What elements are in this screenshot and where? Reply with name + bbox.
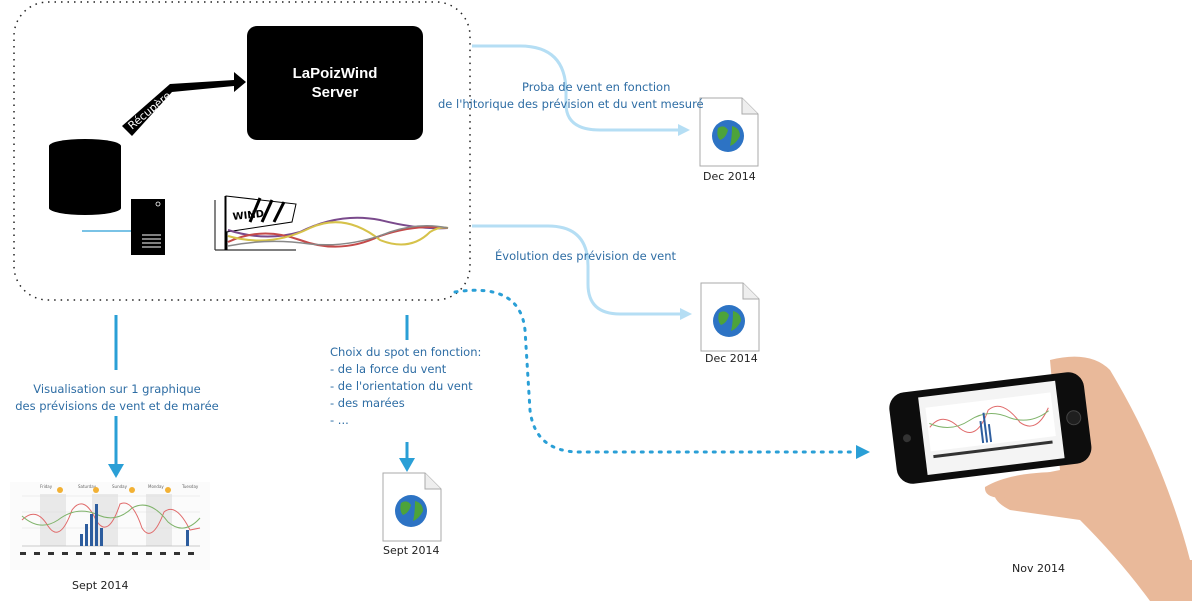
- visualisation-date: Sept 2014: [72, 579, 129, 592]
- forecast-day-label: Sunday: [112, 484, 128, 489]
- weather-icon: [129, 487, 135, 493]
- curve-red: [227, 226, 449, 248]
- server-title-line2: Server: [311, 84, 359, 101]
- server-tower-icon: [131, 199, 165, 255]
- svg-text:WIND: WIND: [232, 209, 264, 223]
- mobile-date: Nov 2014: [1012, 562, 1065, 575]
- forecast-temp-line: [21, 502, 201, 534]
- proba-label: Proba de vent en fonction de l'hitorique…: [438, 79, 704, 113]
- choix-label-line4: - des marées: [330, 396, 405, 410]
- database-icon: [49, 139, 121, 215]
- visualisation-label: Visualisation sur 1 graphique des prévis…: [14, 381, 220, 415]
- arrowhead-proba: [678, 124, 690, 136]
- forecast-day-label: Saturday: [78, 484, 97, 489]
- connector-proba: [472, 44, 678, 132]
- hand-shape: [994, 356, 1192, 601]
- forecast-day-label: Monday: [148, 484, 164, 489]
- forecast-day-label: Tuesday: [181, 484, 199, 489]
- document-globe-icon-proba: [699, 97, 759, 167]
- weather-icon: [57, 487, 63, 493]
- document-globe-icon-evolution: [700, 282, 760, 352]
- curve-grey: [227, 225, 449, 247]
- choix-label-line2: - de la force du vent: [330, 362, 447, 376]
- forecast-day-label: Friday: [40, 484, 53, 489]
- choix-date: Sept 2014: [383, 544, 440, 557]
- server-title-line1: LaPoizWind: [292, 65, 378, 82]
- server-zone-boundary: [13, 1, 471, 301]
- recupere-label: Récupère: [126, 89, 174, 132]
- phone-in-hand-image: [889, 356, 1192, 601]
- visualisation-label-line1: Visualisation sur 1 graphique: [33, 382, 201, 396]
- proba-date: Dec 2014: [703, 170, 756, 183]
- forecast-wind-line: [21, 504, 201, 529]
- document-globe-icon-choix: [382, 472, 442, 542]
- arrowhead-evolution: [680, 308, 692, 320]
- arrowhead-choix: [399, 458, 415, 472]
- choix-label-line5: - ...: [330, 413, 349, 427]
- forecast-precip-bars: [80, 504, 189, 546]
- evolution-label: Évolution des prévision de vent: [495, 249, 677, 263]
- arrowhead-mobile: [856, 445, 870, 459]
- visualisation-label-line2: des prévisions de vent et de marée: [15, 399, 219, 413]
- weather-icon: [93, 487, 99, 493]
- choix-label-line3: - de l'orientation du vent: [330, 379, 473, 393]
- thumb: [984, 472, 1072, 498]
- lapoizwind-server-box: LaPoizWind Server: [247, 26, 423, 140]
- evolution-date: Dec 2014: [705, 352, 758, 365]
- connector-evolution: [472, 224, 680, 316]
- weather-icon: [165, 487, 171, 493]
- forecast-chart-thumbnail: Friday Saturday Sunday Monday Tuesday: [10, 482, 210, 570]
- forecast-wind-arrows: [20, 552, 194, 555]
- arrowhead-visualisation: [108, 464, 124, 478]
- proba-label-line1: Proba de vent en fonction: [522, 80, 671, 94]
- choix-label: Choix du spot en fonction: - de la force…: [330, 344, 481, 429]
- connector-mobile: [453, 288, 857, 454]
- choix-label-line1: Choix du spot en fonction:: [330, 345, 482, 359]
- proba-label-line2: de l'hitorique des prévision et du vent …: [438, 97, 704, 111]
- recupere-arrow: [122, 72, 246, 136]
- lapoizwind-logo: WIND: [214, 195, 449, 251]
